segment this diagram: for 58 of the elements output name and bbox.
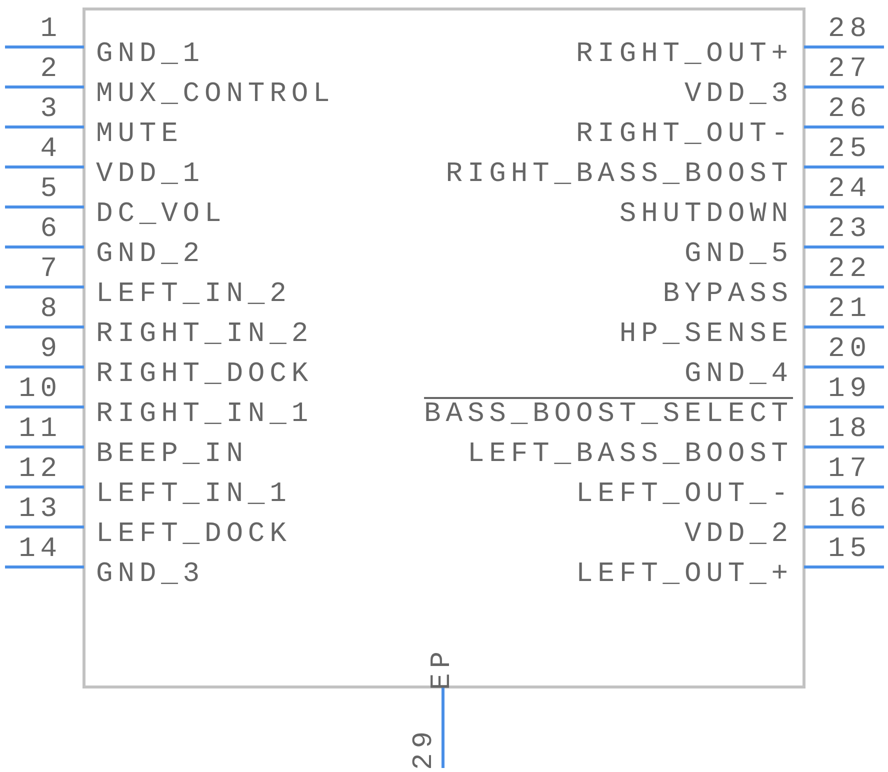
pin-name: GND_3 xyxy=(96,560,205,590)
pin-number: 20 xyxy=(828,335,872,365)
pin-name: GND_5 xyxy=(684,240,793,270)
pin-name: RIGHT_OUT- xyxy=(576,120,793,150)
pin-number: 18 xyxy=(828,415,872,445)
pin-number: 28 xyxy=(828,15,872,45)
pin-number: 14 xyxy=(18,535,62,565)
pin-name: MUX_CONTROL xyxy=(96,80,335,110)
pin-number: 1 xyxy=(40,15,62,45)
pin-name: VDD_2 xyxy=(684,520,793,550)
pin-number: 17 xyxy=(828,455,872,485)
pin-number: 3 xyxy=(40,95,62,125)
pin-name: RIGHT_DOCK xyxy=(96,360,314,390)
pin-number: 22 xyxy=(828,255,872,285)
pin-name: RIGHT_OUT+ xyxy=(576,40,793,70)
pin-name: LEFT_DOCK xyxy=(96,520,292,550)
pin-name: RIGHT_IN_1 xyxy=(96,400,314,430)
pin-number: 10 xyxy=(18,375,62,405)
pin-name: GND_1 xyxy=(96,40,205,70)
pin-number: 23 xyxy=(828,215,872,245)
pin-name: RIGHT_BASS_BOOST xyxy=(446,160,793,190)
pin-number: 25 xyxy=(828,135,872,165)
pin-name: BEEP_IN xyxy=(96,440,248,470)
pin-number: 12 xyxy=(18,455,62,485)
pin-number: 5 xyxy=(40,175,62,205)
pin-name: GND_4 xyxy=(684,360,793,390)
pin-number: 2 xyxy=(40,55,62,85)
pin-name: DC_VOL xyxy=(96,200,226,230)
pin-name: MUTE xyxy=(96,120,183,150)
pin-name: LEFT_IN_1 xyxy=(96,480,292,510)
pin-number: 19 xyxy=(828,375,872,405)
pin-name: BASS_BOOST_SELECT xyxy=(424,400,793,430)
pin-number: 8 xyxy=(40,295,62,325)
pin-name: SHUTDOWN xyxy=(619,200,793,230)
pin-number: 13 xyxy=(18,495,62,525)
pin-number: 15 xyxy=(828,535,872,565)
pin-name: LEFT_BASS_BOOST xyxy=(467,440,793,470)
pin-name: LEFT_OUT_+ xyxy=(576,560,793,590)
pin-name: HP_SENSE xyxy=(619,320,793,350)
pin-name: EP xyxy=(428,646,458,690)
pin-number: 29 xyxy=(410,726,440,770)
pin-number: 24 xyxy=(828,175,872,205)
pin-number: 21 xyxy=(828,295,872,325)
pin-number: 26 xyxy=(828,95,872,125)
pin-name: GND_2 xyxy=(96,240,205,270)
pin-name: LEFT_OUT_- xyxy=(576,480,793,510)
pin-number: 27 xyxy=(828,55,872,85)
pin-number: 4 xyxy=(40,135,62,165)
pin-name: VDD_1 xyxy=(96,160,205,190)
pin-name: LEFT_IN_2 xyxy=(96,280,292,310)
pin-number: 6 xyxy=(40,215,62,245)
pin-number: 16 xyxy=(828,495,872,525)
pin-name: VDD_3 xyxy=(684,80,793,110)
pin-number: 7 xyxy=(40,255,62,285)
pin-name: BYPASS xyxy=(662,280,793,310)
pin-number: 11 xyxy=(18,415,62,445)
pin-number: 9 xyxy=(40,335,62,365)
pin-name: RIGHT_IN_2 xyxy=(96,320,314,350)
